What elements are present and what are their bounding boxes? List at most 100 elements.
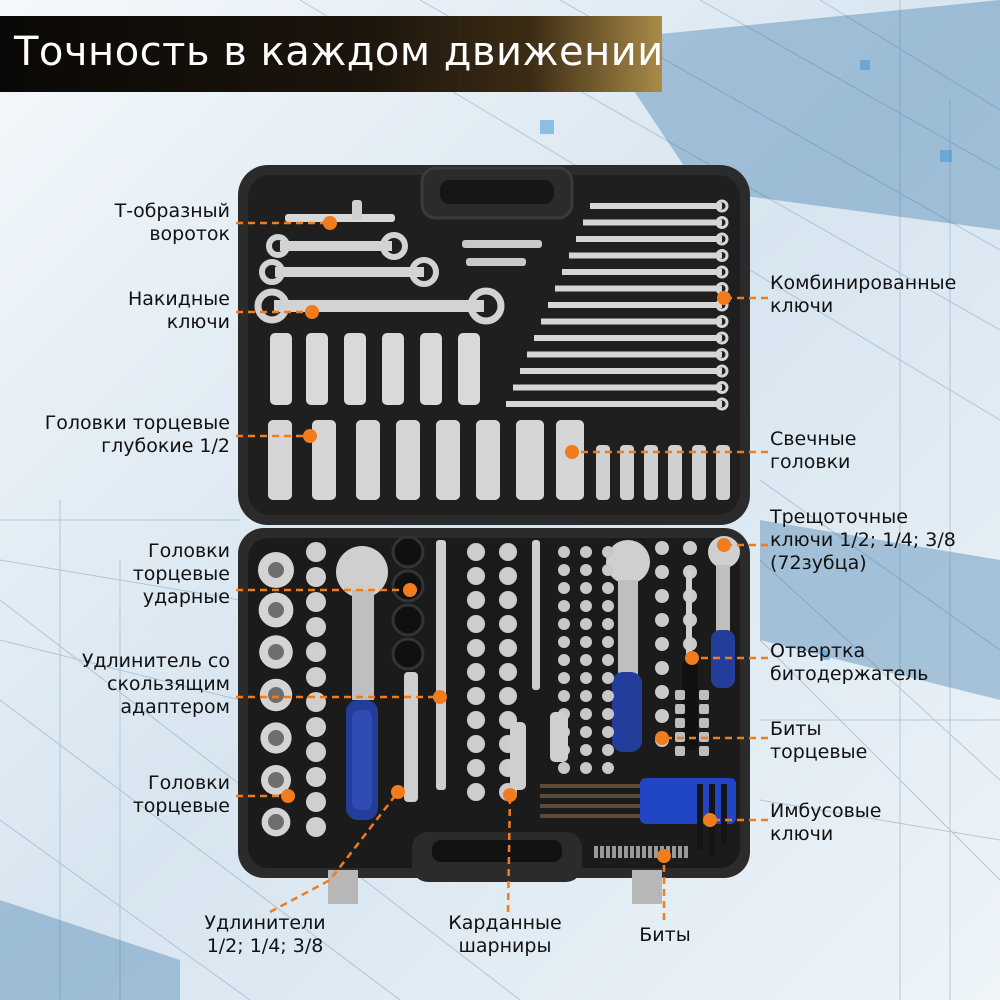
small-socket bbox=[580, 672, 592, 684]
small-socket bbox=[655, 661, 669, 675]
small-socket bbox=[655, 709, 669, 723]
bit bbox=[642, 846, 646, 858]
socket bbox=[467, 783, 485, 801]
spark-plug-socket bbox=[620, 445, 634, 500]
socket bbox=[467, 759, 485, 777]
small-socket bbox=[655, 565, 669, 579]
small-socket bbox=[306, 767, 326, 787]
small-socket bbox=[683, 541, 697, 555]
bit bbox=[612, 846, 616, 858]
small-socket bbox=[602, 690, 614, 702]
bit-socket bbox=[699, 746, 709, 756]
deep-socket bbox=[516, 420, 544, 500]
leader-dot bbox=[303, 429, 317, 443]
small-socket bbox=[655, 613, 669, 627]
impact-socket bbox=[391, 637, 425, 671]
small-socket bbox=[602, 600, 614, 612]
wrench-ring bbox=[715, 199, 729, 213]
socket-hole bbox=[268, 772, 284, 788]
deep-socket bbox=[312, 420, 336, 500]
small-socket bbox=[558, 636, 570, 648]
impact-socket bbox=[391, 603, 425, 637]
small-socket bbox=[306, 817, 326, 837]
small-socket bbox=[580, 708, 592, 720]
small-socket bbox=[306, 717, 326, 737]
socket-hole bbox=[268, 730, 284, 746]
spark-plug-socket bbox=[644, 445, 658, 500]
socket bbox=[467, 567, 485, 585]
small-socket bbox=[580, 546, 592, 558]
deep-socket bbox=[556, 420, 584, 500]
small-socket bbox=[306, 567, 326, 587]
leader-dot bbox=[655, 731, 669, 745]
socket bbox=[467, 591, 485, 609]
bit bbox=[654, 846, 658, 858]
socket-hole bbox=[268, 644, 284, 660]
leader-dot bbox=[717, 538, 731, 552]
bit bbox=[594, 846, 598, 858]
bit bbox=[636, 846, 640, 858]
bit bbox=[684, 846, 688, 858]
ratchet-large bbox=[336, 546, 388, 820]
small-socket bbox=[602, 546, 614, 558]
deep-socket bbox=[436, 420, 460, 500]
small-socket bbox=[306, 742, 326, 762]
bit bbox=[648, 846, 652, 858]
socket bbox=[499, 615, 517, 633]
wrench-ring bbox=[715, 381, 729, 394]
deep-sockets bbox=[268, 333, 584, 500]
sockets bbox=[258, 552, 294, 837]
small-socket bbox=[580, 654, 592, 666]
ratchet-medium bbox=[606, 540, 650, 752]
bit-socket bbox=[699, 718, 709, 728]
wrench-ring bbox=[715, 397, 729, 411]
extensions bbox=[404, 540, 540, 802]
small-socket bbox=[558, 654, 570, 666]
socket bbox=[499, 663, 517, 681]
small-socket bbox=[602, 762, 614, 774]
title-banner: Точность в каждом движении bbox=[0, 16, 663, 92]
leader-dot bbox=[305, 305, 319, 319]
hex-keys bbox=[540, 778, 736, 855]
small-socket bbox=[558, 546, 570, 558]
socket-hole bbox=[268, 562, 284, 578]
bit-socket bbox=[699, 690, 709, 700]
small-socket bbox=[558, 618, 570, 630]
bit bbox=[606, 846, 610, 858]
small-socket bbox=[580, 690, 592, 702]
bit bbox=[600, 846, 604, 858]
socket bbox=[467, 687, 485, 705]
small-sockets bbox=[306, 542, 326, 837]
leader-dot bbox=[685, 651, 699, 665]
small-socket bbox=[306, 617, 326, 637]
small-socket bbox=[602, 726, 614, 738]
leader-dot bbox=[703, 813, 717, 827]
small-socket bbox=[580, 618, 592, 630]
deep-socket bbox=[420, 333, 442, 405]
socket bbox=[499, 543, 517, 561]
deep-socket bbox=[306, 333, 328, 405]
small-socket bbox=[602, 582, 614, 594]
leader-dot bbox=[657, 849, 671, 863]
bit bbox=[678, 846, 682, 858]
small-socket bbox=[306, 642, 326, 662]
socket bbox=[467, 639, 485, 657]
socket bbox=[499, 639, 517, 657]
small-socket bbox=[580, 726, 592, 738]
small-socket bbox=[558, 600, 570, 612]
bit bbox=[672, 846, 676, 858]
wrench-ring bbox=[715, 249, 729, 262]
leader-dot bbox=[717, 291, 731, 305]
small-socket bbox=[580, 744, 592, 756]
deep-socket bbox=[344, 333, 366, 405]
bit-socket bbox=[675, 690, 685, 700]
deep-socket bbox=[458, 333, 480, 405]
